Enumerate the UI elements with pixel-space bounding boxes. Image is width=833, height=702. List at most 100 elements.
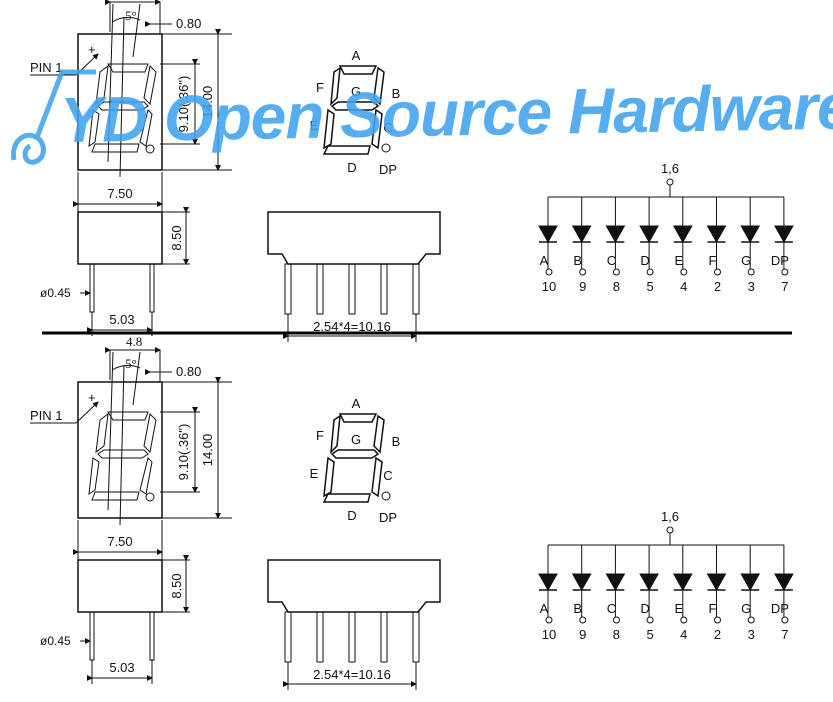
- watermark: YD Open Source Hardware: [10, 69, 833, 165]
- map-seg-dp: [381, 491, 391, 501]
- diode-pin-terminal-7: [781, 268, 789, 276]
- diode-segment-label: B: [573, 253, 582, 268]
- front-seg-dp: [145, 492, 155, 502]
- diode-pin-number: 10: [542, 279, 556, 294]
- front-seg-dp: [145, 144, 155, 154]
- map-label-c: C: [383, 120, 392, 135]
- diode-pin-terminal-1: [579, 268, 587, 276]
- map-seg-dp: [381, 143, 391, 153]
- slant-guide-1: [107, 351, 114, 511]
- common-terminal: [666, 178, 674, 186]
- front-seg-c: [139, 457, 153, 495]
- diode-pin-number: 7: [781, 627, 788, 642]
- diode-segment-label: A: [540, 601, 549, 616]
- map-label-b: B: [392, 434, 401, 449]
- diode-pin-number: 9: [579, 279, 586, 294]
- dim-body-height: 14.00: [200, 86, 215, 119]
- diode-pin-number: 5: [646, 279, 653, 294]
- slant-guide-3: [132, 3, 141, 58]
- diode-symbol-3: [639, 225, 659, 244]
- map-seg-a: [338, 65, 378, 75]
- diode-pin-terminal-4: [680, 616, 688, 624]
- dim-body-height: 14.00: [200, 434, 215, 467]
- pin1-label: PIN 1: [30, 60, 63, 75]
- map-label-dp: DP: [379, 510, 397, 525]
- diode-symbol-7: [774, 225, 794, 244]
- side-view-body: [77, 211, 163, 265]
- pin1-leader: [75, 401, 99, 424]
- row-pin-4: [380, 611, 388, 663]
- diode-pin-number: 10: [542, 627, 556, 642]
- diode-symbol-2: [605, 225, 626, 244]
- map-seg-f: [330, 66, 341, 107]
- diode-symbol-0: [538, 225, 558, 244]
- diode-pin-number: 7: [781, 279, 788, 294]
- map-label-a: A: [352, 48, 361, 63]
- diode-pin-terminal-1: [579, 616, 587, 624]
- dim-pin-diameter: ø0.45: [40, 286, 71, 300]
- dim-digit-height: 9.10(.36"): [176, 424, 191, 481]
- map-label-g: G: [351, 432, 361, 447]
- dim-pitch-offset: 0.80: [176, 364, 201, 379]
- map-seg-d: [322, 493, 371, 503]
- diode-symbol-6: [740, 573, 761, 592]
- diode-segment-label: F: [709, 253, 717, 268]
- map-seg-b: [373, 66, 385, 106]
- front-seg-c: [139, 109, 153, 147]
- pin-row-body: [267, 211, 441, 265]
- dim-pitch-offset: 0.80: [176, 16, 201, 31]
- diode-segment-label: F: [709, 601, 717, 616]
- row-pin-5: [412, 611, 420, 663]
- common-anode-label: 1,6: [661, 509, 679, 524]
- dim-depth: 8.50: [169, 573, 184, 598]
- diode-pin-terminal-6: [747, 616, 755, 624]
- diode-segment-label: DP: [771, 253, 789, 268]
- angle-arc: [111, 16, 141, 23]
- diode-segment-label: A: [540, 253, 549, 268]
- pin1-plus: +: [88, 390, 96, 405]
- front-seg-a: [107, 411, 149, 421]
- diode-symbol-7: [774, 573, 794, 592]
- diode-pin-terminal-5: [714, 268, 721, 276]
- map-seg-c: [371, 108, 383, 150]
- map-label-g: G: [351, 84, 361, 99]
- map-seg-d: [322, 145, 371, 155]
- map-label-e: E: [310, 118, 319, 133]
- diode-symbol-4: [672, 573, 693, 592]
- diode-pin-number: 4: [680, 627, 687, 642]
- diode-pin-number: 5: [646, 627, 653, 642]
- diode-segment-label: C: [607, 601, 616, 616]
- map-seg-b: [373, 414, 385, 454]
- diode-segment-label: B: [573, 601, 582, 616]
- front-seg-f: [95, 64, 109, 106]
- diode-pin-number: 4: [680, 279, 687, 294]
- row-pin-5: [412, 263, 420, 315]
- diode-pin-terminal-4: [680, 268, 688, 276]
- diode-symbol-6: [740, 225, 761, 244]
- watermark-text: YD Open Source Hardware: [60, 70, 833, 156]
- row-pin-2: [316, 611, 324, 663]
- diode-segment-label: D: [640, 601, 649, 616]
- front-seg-e: [88, 457, 100, 496]
- front-seg-g: [97, 449, 149, 459]
- map-label-d: D: [347, 508, 356, 523]
- diode-pin-terminal-3: [646, 616, 654, 624]
- map-label-b: B: [392, 86, 401, 101]
- front-seg-d: [91, 143, 140, 153]
- pin1-label: PIN 1: [30, 408, 63, 423]
- diode-pin-number: 3: [748, 627, 755, 642]
- diode-symbol-1: [571, 573, 592, 592]
- diode-pin-number: 2: [714, 279, 721, 294]
- map-label-d: D: [347, 160, 356, 175]
- diode-symbol-4: [672, 225, 693, 244]
- dim-angle: 5°: [125, 8, 137, 23]
- map-label-dp: DP: [379, 162, 397, 177]
- slant-guide-1: [107, 3, 114, 163]
- diode-pin-terminal-6: [747, 268, 755, 276]
- diode-pin-number: 9: [579, 627, 586, 642]
- map-seg-g: [330, 449, 380, 459]
- diode-segment-label: G: [741, 253, 751, 268]
- diode-symbol-1: [571, 225, 592, 244]
- diode-symbol-5: [706, 573, 727, 592]
